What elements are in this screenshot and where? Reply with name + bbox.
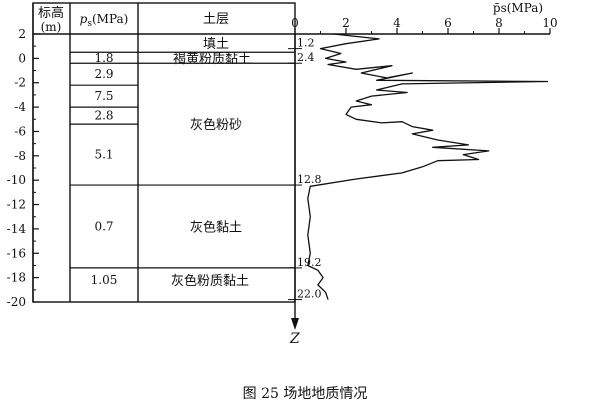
- x-tick-label: 2: [342, 16, 350, 30]
- depth-marker-label: 2.4: [297, 51, 315, 64]
- ps-profile: [307, 33, 549, 300]
- layer-labels: 1.8 2.9 7.5 2.8 5.1 0.7 1.05 填土褐黄粉质黏土灰色粉砂灰色黏土灰色…: [91, 37, 251, 289]
- x-tick-label: 4: [393, 16, 401, 30]
- chart-z-label: Z: [289, 331, 300, 347]
- elevation-tick-label: -10: [7, 173, 26, 187]
- elevation-axis: 2 0 -2 -4 -6 -8 -10 -12 -14 -16 -18 -20: [7, 27, 39, 309]
- depth-markers: 1.22.4 12.8 19.2 22.0: [288, 37, 322, 301]
- chart-axes: [291, 33, 550, 330]
- elevation-tick-label: -2: [14, 76, 26, 90]
- chart-x-label: p̄s(MPa): [493, 1, 543, 15]
- elevation-tick-label: -14: [7, 222, 27, 236]
- layer-name: 灰色粉质黏土: [171, 273, 249, 289]
- layer-ps-value: 7.5: [94, 89, 113, 103]
- chart-x-ticks: 0 2 4 6 8 10: [291, 16, 558, 34]
- depth-marker-label: 12.8: [297, 173, 322, 186]
- x-tick-label: 6: [444, 16, 452, 30]
- depth-marker-label: 22.0: [297, 288, 322, 301]
- elevation-tick-label: -8: [14, 149, 26, 163]
- elevation-tick-label: -20: [7, 295, 26, 309]
- layer-ps-value: 1.05: [91, 273, 118, 287]
- layer-ps-value: 5.1: [94, 148, 113, 162]
- header-elevation-unit: (m): [41, 20, 62, 34]
- ps-profile-line: [307, 33, 549, 300]
- layer-ps-value: 2.8: [94, 109, 113, 123]
- table-frame: [32, 2, 296, 303]
- header-ps-unit: (MPa): [92, 12, 128, 26]
- layer-name: 灰色粉砂: [190, 117, 242, 133]
- depth-marker-label: 19.2: [297, 256, 322, 269]
- header-ps: ps(MPa): [80, 12, 129, 29]
- x-tick-label: 10: [542, 16, 557, 30]
- x-tick-label: 8: [495, 16, 503, 30]
- layer-ps-value: 2.9: [94, 67, 113, 81]
- header-ps-symbol: p: [80, 12, 88, 26]
- header-ps-subscript: s: [87, 19, 92, 29]
- elevation-tick-label: -6: [14, 124, 26, 138]
- figure-caption: 图 25 场地地质情况: [243, 386, 368, 402]
- elevation-tick-label: -18: [7, 271, 26, 285]
- layer-ps-value: 1.8: [94, 51, 113, 65]
- x-tick-label: 0: [291, 16, 299, 30]
- elevation-tick-label: 2: [18, 27, 26, 41]
- header-elevation: 标高: [38, 5, 64, 21]
- elevation-tick-label: 0: [18, 51, 26, 65]
- z-axis-arrow: [291, 318, 299, 330]
- elevation-tick-label: -12: [7, 198, 26, 212]
- elevation-tick-label: -16: [7, 246, 26, 260]
- header-layer: 土层: [203, 12, 229, 27]
- elevation-tick-label: -4: [14, 100, 26, 114]
- layer-name: 灰色黏土: [190, 219, 242, 235]
- layer-boundaries: [70, 51, 295, 269]
- layer-ps-value: 0.7: [94, 219, 113, 233]
- layer-name: 填土: [203, 37, 229, 52]
- depth-marker-label: 1.2: [297, 37, 315, 50]
- layer-name: 褐黄粉质黏土: [173, 51, 251, 67]
